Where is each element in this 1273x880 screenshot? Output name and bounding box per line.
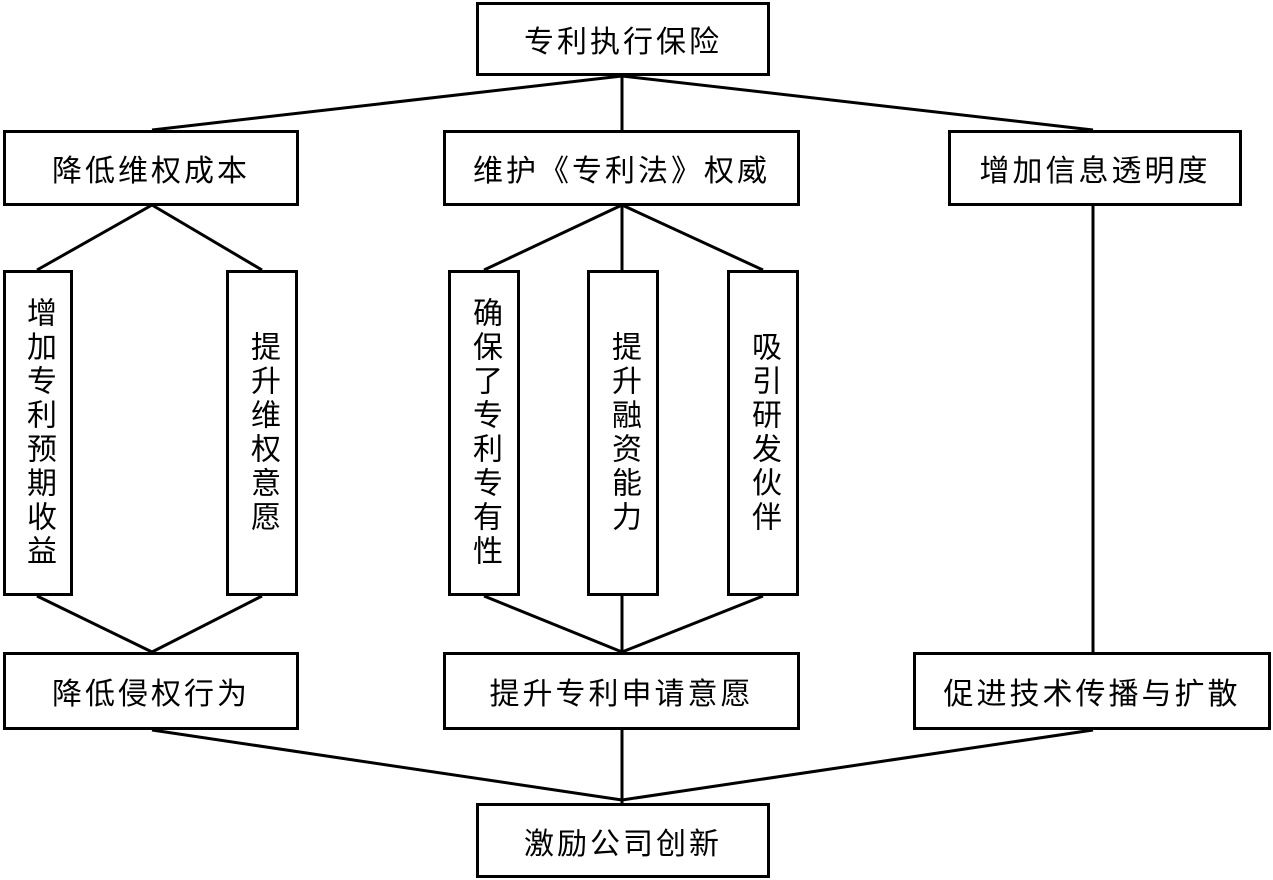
- node-top: 专利执行保险: [476, 2, 770, 76]
- node-l1-left: 降低维权成本: [3, 130, 299, 206]
- connector-v3-to-l3mid: [483, 594, 623, 654]
- connector-top-to-right: [621, 74, 1094, 132]
- connector-l1left-to-v2: [151, 203, 263, 272]
- node-bottom: 激励公司创新: [476, 803, 770, 878]
- node-v4-label: 提升融资能力: [606, 331, 641, 535]
- connector-l1mid-to-v3: [483, 203, 623, 272]
- node-v3-label: 确保了专利专有性: [467, 297, 502, 569]
- node-l3-left: 降低侵权行为: [3, 652, 299, 730]
- connector-top-to-left: [151, 74, 623, 132]
- connector-v1-to-l3left: [36, 594, 153, 654]
- node-v3: 确保了专利专有性: [448, 270, 520, 596]
- connector-l3right-to-bottom: [621, 728, 1094, 802]
- node-v2-label: 提升维权意愿: [245, 331, 280, 535]
- connector-v5-to-l3mid: [621, 594, 764, 654]
- node-v5: 吸引研发伙伴: [727, 270, 799, 596]
- node-l1-right: 增加信息透明度: [948, 130, 1242, 206]
- node-l3-right: 促进技术传播与扩散: [913, 652, 1271, 730]
- node-l3-mid: 提升专利申请意愿: [443, 652, 800, 730]
- connector-v2-to-l3left: [151, 594, 263, 654]
- node-v2: 提升维权意愿: [226, 270, 298, 596]
- node-v1: 增加专利预期收益: [3, 270, 73, 596]
- connector-l3left-to-bottom: [151, 728, 623, 802]
- node-v4: 提升融资能力: [587, 270, 659, 596]
- node-l1-mid: 维护《专利法》权威: [443, 130, 800, 206]
- node-v5-label: 吸引研发伙伴: [746, 331, 781, 535]
- connector-l1mid-to-v5: [621, 203, 764, 272]
- connector-l1left-to-v1: [36, 203, 153, 272]
- node-v1-label: 增加专利预期收益: [21, 297, 56, 569]
